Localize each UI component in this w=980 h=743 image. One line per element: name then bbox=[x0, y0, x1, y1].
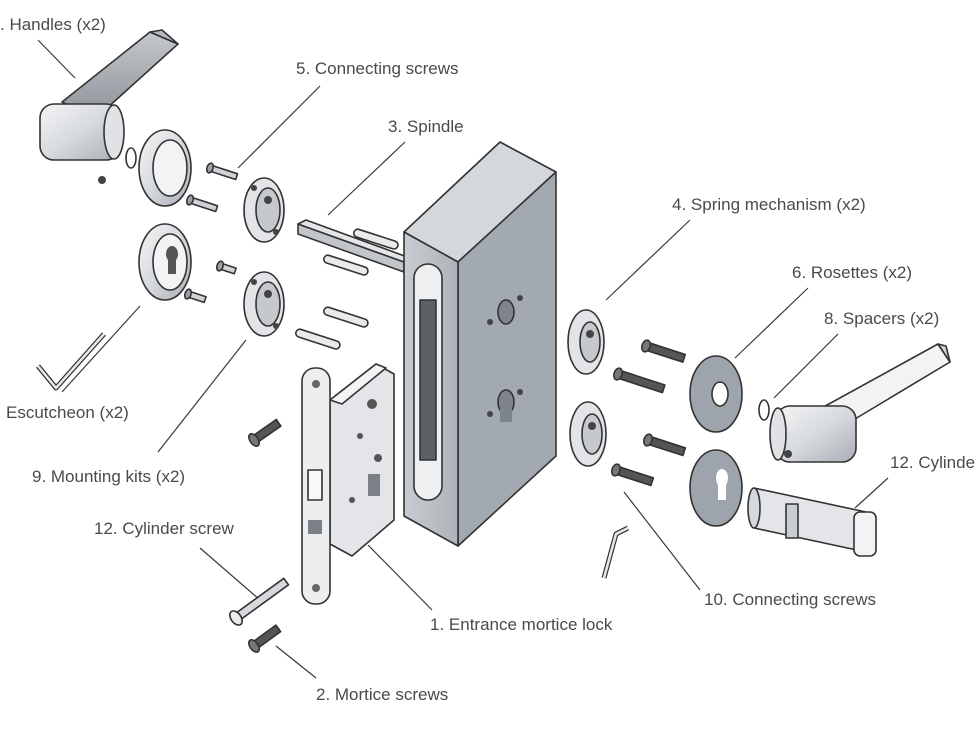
spring-mechanism-right-bottom-icon bbox=[569, 401, 607, 467]
label-cylinder-screw: 12. Cylinder screw bbox=[94, 519, 235, 538]
spring-mechanism-left-top-icon bbox=[243, 177, 285, 243]
label-connecting-screws-5: 5. Connecting screws bbox=[296, 59, 459, 78]
door-block-icon bbox=[403, 141, 557, 547]
label-cylinder: 12. Cylinde bbox=[890, 453, 975, 472]
escutcheon-right-icon bbox=[689, 449, 743, 527]
spring-mechanism-right-top-icon bbox=[567, 309, 605, 375]
cylinder-screw-icon bbox=[228, 577, 290, 626]
connecting-screws-right-icon bbox=[610, 339, 687, 487]
cylinder-icon bbox=[747, 487, 877, 557]
allen-key-right-icon bbox=[601, 525, 630, 579]
mounting-pins-icon bbox=[295, 228, 399, 350]
label-mortice-lock: 1. Entrance mortice lock bbox=[430, 615, 613, 634]
label-mortice-screws: 2. Mortice screws bbox=[316, 685, 448, 704]
label-mounting-kits: 9. Mounting kits (x2) bbox=[32, 467, 185, 486]
label-connecting-screws-10: 10. Connecting screws bbox=[704, 590, 876, 609]
label-spindle: 3. Spindle bbox=[388, 117, 464, 136]
spacer-ring-right-icon bbox=[758, 399, 770, 421]
label-rosettes: 6. Rosettes (x2) bbox=[792, 263, 912, 282]
label-spring-mechanism: 4. Spring mechanism (x2) bbox=[672, 195, 866, 214]
mortice-screw-loose-icon bbox=[248, 418, 282, 447]
leader-lines bbox=[37, 39, 889, 679]
spring-mechanism-left-bottom-icon bbox=[243, 271, 285, 337]
label-spacers: 8. Spacers (x2) bbox=[824, 309, 939, 328]
mortice-lock-icon bbox=[301, 363, 395, 605]
connecting-screws-top-icon bbox=[183, 162, 239, 304]
rosette-ring-top-icon bbox=[138, 129, 192, 207]
allen-key-left-icon bbox=[36, 332, 106, 391]
label-handles: . Handles (x2) bbox=[0, 15, 106, 34]
escutcheon-left-icon bbox=[138, 223, 192, 301]
labels: . Handles (x2) 5. Connecting screws 3. S… bbox=[0, 15, 975, 704]
handle-left-icon bbox=[39, 29, 179, 184]
rosette-right-icon bbox=[689, 355, 743, 433]
mortice-screw-icon bbox=[247, 624, 282, 653]
label-escutcheon: Escutcheon (x2) bbox=[6, 403, 129, 422]
handle-right-icon bbox=[769, 343, 951, 463]
